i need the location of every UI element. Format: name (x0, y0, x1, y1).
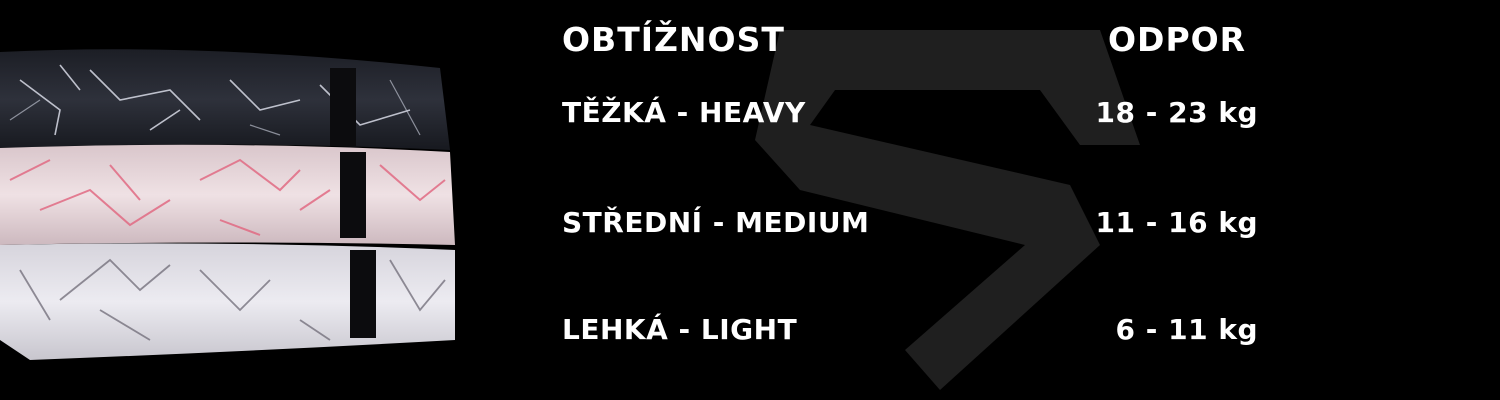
difficulty-heavy: TĚŽKÁ - HEAVY (562, 96, 806, 129)
header-resistance: ODPOR (1108, 20, 1247, 59)
difficulty-light: LEHKÁ - LIGHT (562, 313, 798, 346)
resistance-medium: 11 - 16 kg (1095, 206, 1258, 239)
difficulty-medium: STŘEDNÍ - MEDIUM (562, 206, 870, 239)
resistance-bands-image (0, 49, 455, 360)
swaglift-s-logo-icon (755, 30, 1140, 390)
band-heavy (0, 49, 450, 150)
resistance-light: 6 - 11 kg (1115, 313, 1258, 346)
header-difficulty: OBTÍŽNOST (562, 20, 785, 59)
band-medium (0, 144, 455, 245)
resistance-heavy: 18 - 23 kg (1095, 96, 1258, 129)
band-light (0, 243, 455, 360)
